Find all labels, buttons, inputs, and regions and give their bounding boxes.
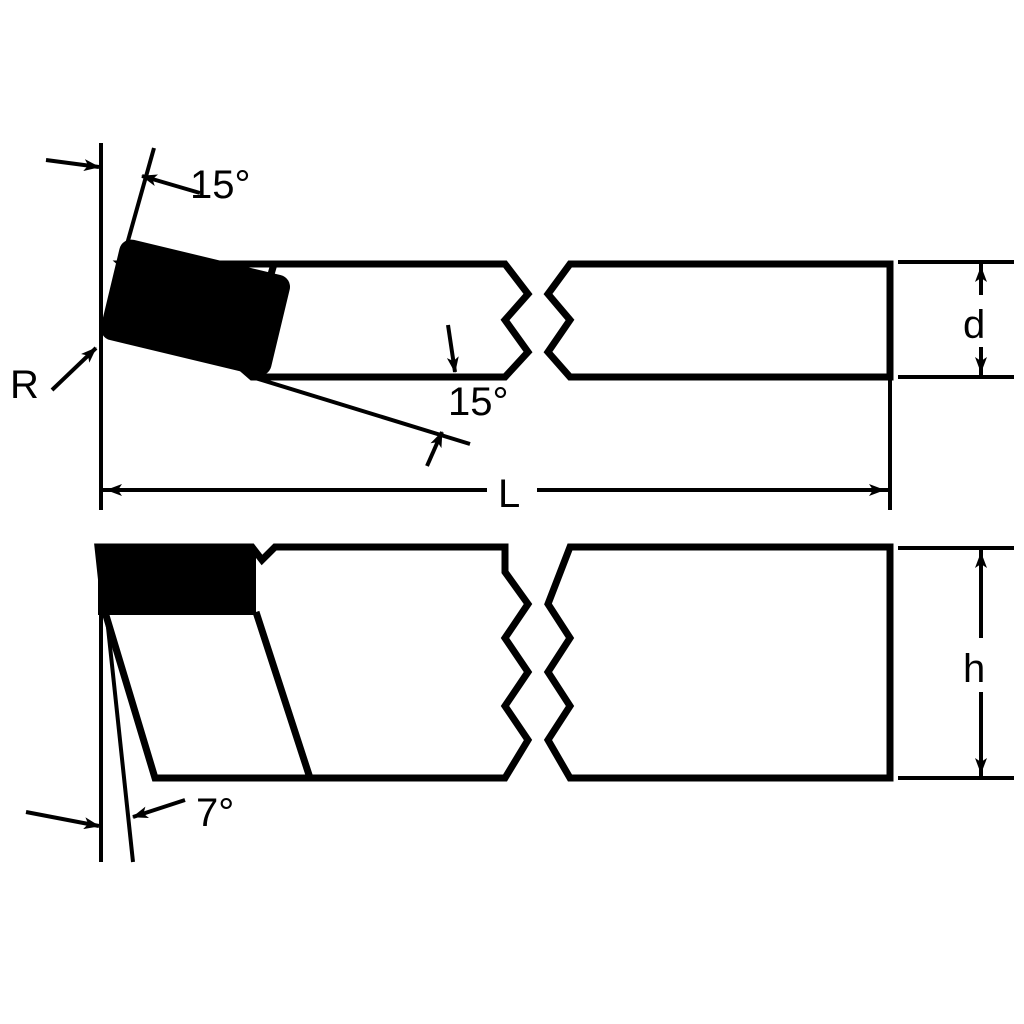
side-view-group: 7° [25,543,894,863]
relief-angle-label: 7° [196,791,234,835]
lead-angle-leader-arrow-right [141,174,201,195]
end-cutting-angle-arrow-lower [425,431,444,467]
side-view-shank-right-segment [543,543,894,782]
shank-width-dimension: d [898,260,1014,379]
relief-angle-construction-line [105,617,135,863]
nose-radius-label: R [10,363,39,407]
shank-width-label: d [963,303,985,347]
top-view-shank-right-segment [543,260,894,381]
side-view-insert-seat-line [252,610,314,780]
overall-length-label: L [498,472,520,516]
overall-length-dimension: L [101,380,892,516]
end-cutting-angle-label: 15° [448,380,509,424]
end-cutting-angle-arrow-upper [446,324,459,373]
side-view-carbide-insert [98,547,256,615]
top-view-carbide-insert [100,239,291,376]
h-label-backdrop [955,638,1007,692]
lead-angle-leader-arrow-left [45,158,100,171]
shank-height-dimension: h [898,546,1014,780]
lead-angle-label: 15° [190,163,251,207]
nose-radius-leader-line [50,346,98,392]
top-view-group: 15° 15° R [10,143,894,510]
shank-height-label: h [963,647,985,691]
d-label-backdrop [955,295,1007,347]
L-label-backdrop [487,462,537,516]
relief-angle-leader-arrow-left [25,810,100,830]
relief-angle-leader-arrow-right [132,798,186,819]
